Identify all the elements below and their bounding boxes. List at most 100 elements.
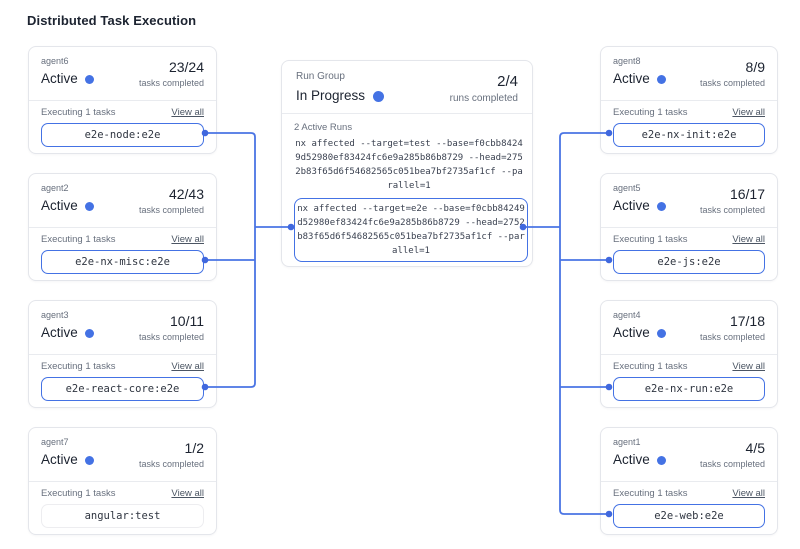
- agent-status-text: Active: [613, 325, 650, 340]
- executing-tasks-label: Executing 1 tasks: [41, 234, 116, 245]
- executing-tasks-label: Executing 1 tasks: [41, 488, 116, 499]
- tasks-progress-value: 1/2: [184, 440, 204, 456]
- executing-tasks-label: Executing 1 tasks: [613, 488, 688, 499]
- task-chip[interactable]: e2e-web:e2e: [613, 504, 765, 528]
- executing-tasks-label: Executing 1 tasks: [41, 361, 116, 372]
- run-command[interactable]: nx affected --target=test --base=f0cbb84…: [295, 139, 523, 191]
- tasks-progress-caption: tasks completed: [138, 205, 204, 215]
- agent-card-body: Executing 1 tasks View all e2e-node:e2e: [29, 100, 216, 156]
- tasks-progress-value: 4/5: [745, 440, 765, 456]
- tasks-progress-value: 23/24: [168, 59, 204, 75]
- active-status-dot-icon: [656, 74, 666, 84]
- agent-status-text: Active: [41, 325, 78, 340]
- agent-card-agent4: agent4 Active 17/18 tasks completed Exec…: [600, 300, 778, 408]
- active-status-dot-icon: [84, 74, 94, 84]
- view-all-link[interactable]: View all: [171, 361, 204, 372]
- agent-card-header: agent7 Active 1/2 tasks completed: [29, 428, 216, 481]
- agent-status-text: Active: [613, 71, 650, 86]
- agent-name: agent8: [613, 56, 641, 66]
- agent-status-text: Active: [41, 71, 78, 86]
- agent-name: agent4: [613, 310, 641, 320]
- task-chip[interactable]: e2e-nx-misc:e2e: [41, 250, 204, 274]
- tasks-progress-caption: tasks completed: [138, 459, 204, 469]
- tasks-progress-caption: tasks completed: [699, 332, 765, 342]
- executing-tasks-label: Executing 1 tasks: [613, 107, 688, 118]
- active-status-dot-icon: [656, 328, 666, 338]
- run-command-text: nx affected --target=e2e --base=f0cbb842…: [297, 204, 525, 256]
- active-status-dot-icon: [84, 201, 94, 211]
- agent-name: agent5: [613, 183, 641, 193]
- tasks-progress-value: 42/43: [168, 186, 204, 202]
- agent-card-body: Executing 1 tasks View all e2e-react-cor…: [29, 354, 216, 410]
- agent-card-agent2: agent2 Active 42/43 tasks completed Exec…: [28, 173, 217, 281]
- agent-status-text: Active: [41, 198, 78, 213]
- run-group-label: Run Group: [296, 71, 345, 82]
- agent-card-header: agent2 Active 42/43 tasks completed: [29, 174, 216, 227]
- view-all-link[interactable]: View all: [732, 361, 765, 372]
- tasks-progress-caption: tasks completed: [699, 205, 765, 215]
- run-group-header: Run Group In Progress 2/4 runs completed: [282, 61, 532, 113]
- tasks-progress-value: 10/11: [170, 313, 204, 329]
- view-all-link[interactable]: View all: [171, 234, 204, 245]
- agent-card-body: Executing 1 tasks View all e2e-nx-run:e2…: [601, 354, 777, 410]
- agent-status-text: Active: [613, 198, 650, 213]
- tasks-progress-value: 8/9: [745, 59, 765, 75]
- tasks-progress-value: 17/18: [729, 313, 765, 329]
- agent-card-agent6: agent6 Active 23/24 tasks completed Exec…: [28, 46, 217, 154]
- agent-card-agent3: agent3 Active 10/11 tasks completed Exec…: [28, 300, 217, 408]
- view-all-link[interactable]: View all: [171, 488, 204, 499]
- agent-status-text: Active: [613, 452, 650, 467]
- task-chip[interactable]: e2e-nx-init:e2e: [613, 123, 765, 147]
- view-all-link[interactable]: View all: [732, 107, 765, 118]
- active-status-dot-icon: [656, 201, 666, 211]
- run-group-body: 2 Active Runs nx affected --target=test …: [282, 113, 532, 270]
- agent-card-agent5: agent5 Active 16/17 tasks completed Exec…: [600, 173, 778, 281]
- agent-name: agent2: [41, 183, 69, 193]
- page-title: Distributed Task Execution: [27, 13, 197, 28]
- run-command-highlighted[interactable]: nx affected --target=e2e --base=f0cbb842…: [294, 198, 528, 262]
- executing-tasks-label: Executing 1 tasks: [41, 107, 116, 118]
- agent-card-header: agent6 Active 23/24 tasks completed: [29, 47, 216, 100]
- agent-card-body: Executing 1 tasks View all e2e-js:e2e: [601, 227, 777, 283]
- agent-card-agent1: agent1 Active 4/5 tasks completed Execut…: [600, 427, 778, 535]
- runs-progress-value: 2/4: [497, 73, 518, 90]
- agent-card-agent8: agent8 Active 8/9 tasks completed Execut…: [600, 46, 778, 154]
- run-group-card: Run Group In Progress 2/4 runs completed…: [281, 60, 533, 267]
- task-chip[interactable]: e2e-node:e2e: [41, 123, 204, 147]
- agent-card-header: agent1 Active 4/5 tasks completed: [601, 428, 777, 481]
- agent-name: agent3: [41, 310, 69, 320]
- agent-name: agent6: [41, 56, 69, 66]
- agent-card-header: agent4 Active 17/18 tasks completed: [601, 301, 777, 354]
- task-chip[interactable]: e2e-js:e2e: [613, 250, 765, 274]
- view-all-link[interactable]: View all: [732, 234, 765, 245]
- run-group-status-text: In Progress: [296, 88, 366, 103]
- active-runs-label: 2 Active Runs: [294, 122, 353, 133]
- tasks-progress-caption: tasks completed: [138, 78, 204, 88]
- task-chip[interactable]: e2e-nx-run:e2e: [613, 377, 765, 401]
- active-status-dot-icon: [84, 328, 94, 338]
- active-status-dot-icon: [84, 455, 94, 465]
- tasks-progress-caption: tasks completed: [699, 78, 765, 88]
- agent-card-agent7: agent7 Active 1/2 tasks completed Execut…: [28, 427, 217, 535]
- tasks-progress-value: 16/17: [729, 186, 765, 202]
- agent-card-header: agent5 Active 16/17 tasks completed: [601, 174, 777, 227]
- view-all-link[interactable]: View all: [732, 488, 765, 499]
- agent-card-body: Executing 1 tasks View all e2e-nx-init:e…: [601, 100, 777, 156]
- active-status-dot-icon: [656, 455, 666, 465]
- task-chip[interactable]: e2e-react-core:e2e: [41, 377, 204, 401]
- agent-card-body: Executing 1 tasks View all angular:test: [29, 481, 216, 537]
- task-chip[interactable]: angular:test: [41, 504, 204, 528]
- executing-tasks-label: Executing 1 tasks: [613, 234, 688, 245]
- agent-card-header: agent3 Active 10/11 tasks completed: [29, 301, 216, 354]
- in-progress-status-dot-icon: [373, 90, 385, 102]
- tasks-progress-caption: tasks completed: [699, 459, 765, 469]
- agent-name: agent1: [613, 437, 641, 447]
- agent-status-text: Active: [41, 452, 78, 467]
- executing-tasks-label: Executing 1 tasks: [613, 361, 688, 372]
- agent-card-header: agent8 Active 8/9 tasks completed: [601, 47, 777, 100]
- agent-name: agent7: [41, 437, 69, 447]
- runs-progress-caption: runs completed: [449, 93, 518, 104]
- view-all-link[interactable]: View all: [171, 107, 204, 118]
- tasks-progress-caption: tasks completed: [138, 332, 204, 342]
